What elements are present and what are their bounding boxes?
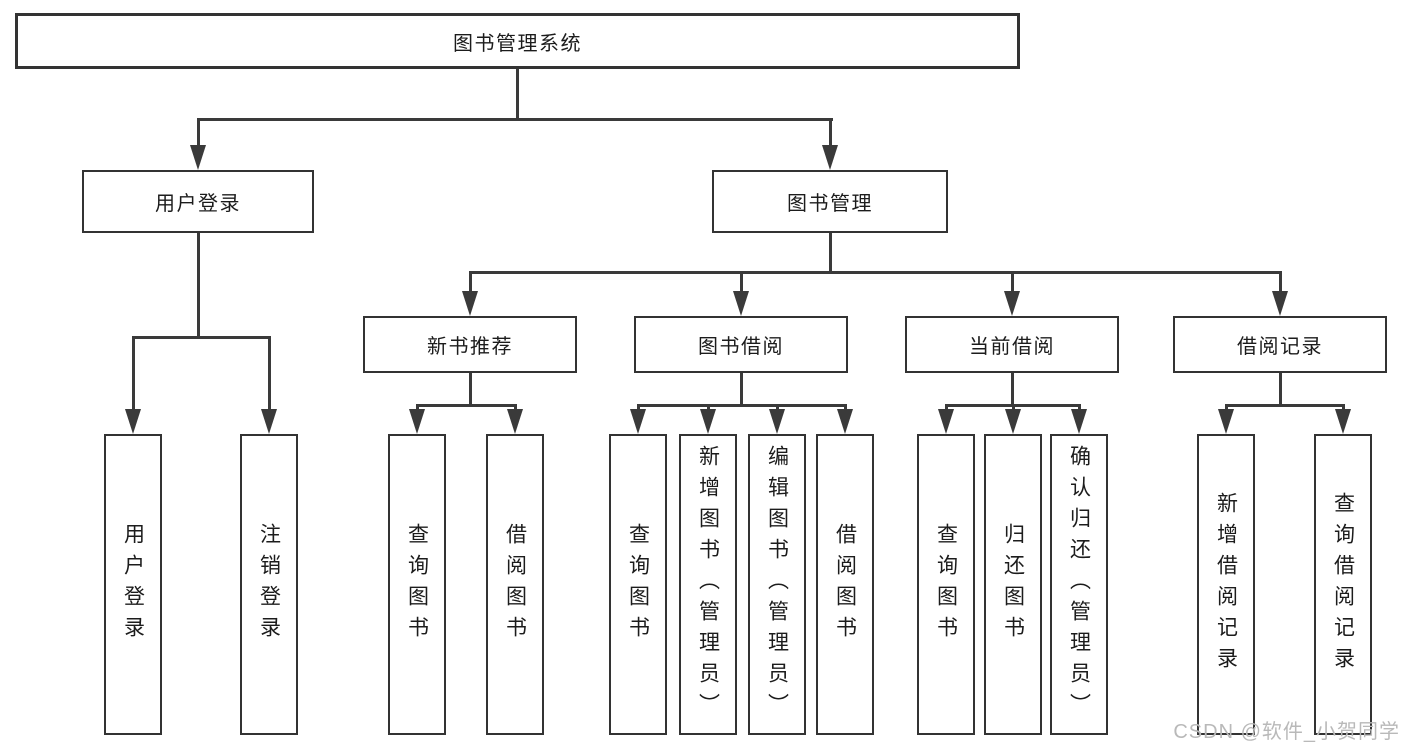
connector-line (515, 69, 519, 120)
leaf-query-books-current-label: 查询图书 (934, 522, 958, 647)
node-new-book-recommend-label: 新书推荐 (427, 336, 513, 358)
arrow-down (462, 291, 478, 316)
node-user-login: 用户登录 (82, 170, 314, 233)
arrow-down (769, 409, 785, 434)
leaf-confirm-return-admin-label: 确认归还（管理员） (1067, 445, 1091, 724)
connector-line (828, 118, 832, 148)
node-book-management-label: 图书管理 (787, 193, 873, 215)
arrow-down (190, 145, 206, 170)
connector-line (196, 118, 833, 121)
leaf-return-books: 归还图书 (984, 434, 1042, 735)
csdn-watermark: CSDN @软件_小贺同学 (1173, 721, 1400, 743)
arrow-down (630, 409, 646, 434)
connector-line (468, 271, 472, 294)
leaf-edit-books-admin: 编辑图书（管理员） (748, 434, 806, 735)
node-root: 图书管理系统 (15, 13, 1020, 69)
connector-line (739, 271, 743, 294)
arrow-down (1071, 409, 1087, 434)
leaf-query-books-borrow: 查询图书 (609, 434, 667, 735)
connector-line (828, 233, 832, 274)
leaf-query-borrow-record-label: 查询借阅记录 (1331, 491, 1355, 678)
connector-line (1278, 373, 1282, 407)
leaf-borrow-books-label: 借阅图书 (833, 522, 857, 647)
leaf-edit-books-admin-label: 编辑图书（管理员） (765, 445, 789, 724)
arrow-down (822, 145, 838, 170)
connector-line (131, 336, 135, 412)
arrow-down (938, 409, 954, 434)
leaf-query-borrow-record: 查询借阅记录 (1314, 434, 1372, 735)
arrow-down (837, 409, 853, 434)
leaf-user-login: 用户登录 (104, 434, 162, 735)
connector-line (415, 404, 517, 407)
leaf-borrow-books: 借阅图书 (816, 434, 874, 735)
connector-line (196, 233, 200, 339)
leaf-borrow-books-recommend-label: 借阅图书 (503, 522, 527, 647)
node-new-book-recommend: 新书推荐 (363, 316, 577, 373)
node-user-login-label: 用户登录 (155, 193, 241, 215)
node-root-label: 图书管理系统 (453, 32, 582, 55)
leaf-user-login-label: 用户登录 (121, 522, 145, 647)
leaf-borrow-books-recommend: 借阅图书 (486, 434, 544, 735)
connector-line (739, 373, 743, 407)
node-borrow-records: 借阅记录 (1173, 316, 1387, 373)
arrow-down (1218, 409, 1234, 434)
leaf-return-books-label: 归还图书 (1001, 522, 1025, 647)
connector-line (267, 336, 271, 412)
leaf-add-borrow-record-label: 新增借阅记录 (1214, 491, 1238, 678)
connector-line (468, 271, 1282, 274)
connector-line (468, 373, 472, 407)
connector-line (1224, 404, 1345, 407)
leaf-add-borrow-record: 新增借阅记录 (1197, 434, 1255, 735)
leaf-add-books-admin-label: 新增图书（管理员） (696, 445, 720, 724)
arrow-down (1272, 291, 1288, 316)
node-book-borrow-label: 图书借阅 (698, 336, 784, 358)
connector-line (196, 118, 200, 148)
node-book-borrow: 图书借阅 (634, 316, 848, 373)
connector-line (1010, 271, 1014, 294)
leaf-confirm-return-admin: 确认归还（管理员） (1050, 434, 1108, 735)
connector-line (1010, 373, 1014, 407)
leaf-query-books-borrow-label: 查询图书 (626, 522, 650, 647)
arrow-down (1005, 409, 1021, 434)
node-current-borrow: 当前借阅 (905, 316, 1119, 373)
connector-line (1278, 271, 1282, 294)
arrow-down (700, 409, 716, 434)
leaf-query-books-current: 查询图书 (917, 434, 975, 735)
arrow-down (1335, 409, 1351, 434)
arrow-down (409, 409, 425, 434)
leaf-query-books-recommend-label: 查询图书 (405, 522, 429, 647)
arrow-down (1004, 291, 1020, 316)
leaf-logout: 注销登录 (240, 434, 298, 735)
node-book-management: 图书管理 (712, 170, 948, 233)
connector-line (131, 336, 271, 339)
connector-line (636, 404, 847, 407)
arrow-down (125, 409, 141, 434)
node-current-borrow-label: 当前借阅 (969, 336, 1055, 358)
arrow-down (733, 291, 749, 316)
node-borrow-records-label: 借阅记录 (1237, 336, 1323, 358)
arrow-down (261, 409, 277, 434)
leaf-add-books-admin: 新增图书（管理员） (679, 434, 737, 735)
arrow-down (507, 409, 523, 434)
leaf-query-books-recommend: 查询图书 (388, 434, 446, 735)
leaf-logout-label: 注销登录 (257, 522, 281, 647)
